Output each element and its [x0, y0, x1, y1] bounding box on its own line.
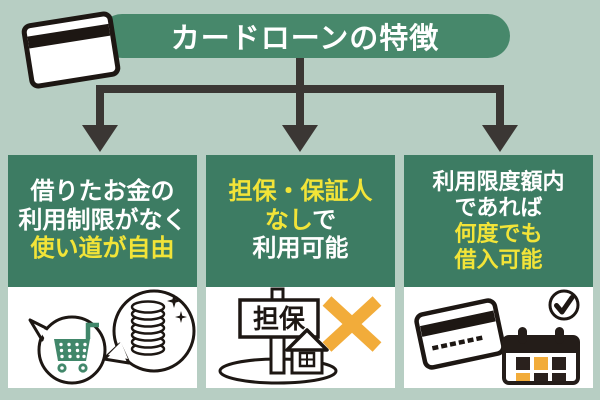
card-magnetic-stripe — [27, 23, 111, 49]
feature-title-repeat-borrowing: 利用限度額内 であれば 何度でも 借入可能 — [404, 155, 593, 287]
feature-title-no-collateral: 担保・保証人 なしで 利用可能 — [206, 155, 395, 287]
sparkle-icon — [167, 294, 187, 323]
feature-line: 借入可能 — [454, 247, 542, 273]
feature-text-highlight: 担保・保証人 — [228, 177, 373, 205]
down-arrow-icon — [82, 125, 118, 152]
credit-card-icon — [414, 298, 506, 370]
repeat-borrowing-illustration — [414, 289, 580, 385]
feature-text-highlight: なし — [264, 206, 313, 234]
feature-line: 何度でも — [454, 221, 542, 247]
feature-line: 借りたお金の — [31, 178, 175, 207]
arrow-drop-right — [496, 85, 504, 128]
feature-box-free-usage: 借りたお金の 利用制限がなく 使い道が自由 — [8, 155, 197, 388]
feature-text-highlight: 借入可能 — [454, 246, 543, 272]
coin-stack-icon — [130, 300, 166, 356]
collateral-signpost-icon: 担保 — [238, 287, 320, 375]
feature-title-free-usage: 借りたお金の 利用制限がなく 使い道が自由 — [8, 155, 197, 287]
feature-line: であれば — [455, 195, 543, 221]
feature-box-no-collateral: 担保・保証人 なしで 利用可能 担保 — [206, 155, 395, 388]
checkmark-icon — [548, 289, 580, 321]
free-usage-illustration — [28, 289, 196, 385]
feature-illustration-repeat-borrowing — [404, 287, 593, 388]
arrow-drop-center — [296, 85, 304, 128]
page-title: カードローンの特徴 — [100, 14, 510, 58]
feature-text-highlight: 使い道が自由 — [30, 235, 175, 263]
cross-icon — [322, 296, 382, 352]
feature-text: で — [312, 206, 337, 234]
down-arrow-icon — [282, 125, 318, 152]
branch-arrows — [82, 55, 518, 152]
feature-text: 利用可能 — [252, 235, 349, 263]
feature-illustration-free-usage — [8, 287, 197, 388]
feature-text-highlight: 何度でも — [454, 221, 543, 246]
sign-label: 担保 — [253, 304, 306, 334]
feature-line: 利用制限がなく — [19, 207, 187, 236]
feature-line: 使い道が自由 — [31, 235, 175, 264]
feature-text: 借りたお金の — [30, 177, 175, 205]
arrow-stem — [296, 55, 304, 89]
house-icon — [285, 328, 329, 375]
down-arrow-icon — [482, 125, 518, 152]
shopping-cart-icon — [54, 322, 99, 373]
feature-line: 利用可能 — [253, 235, 349, 264]
feature-text: であれば — [454, 195, 543, 221]
arrow-drop-left — [96, 85, 104, 128]
feature-illustration-no-collateral: 担保 — [206, 287, 395, 388]
feature-text: 利用制限がなく — [18, 206, 187, 234]
feature-line: なしで — [265, 207, 336, 236]
feature-box-repeat-borrowing: 利用限度額内 であれば 何度でも 借入可能 — [404, 155, 593, 388]
feature-line: 担保・保証人 — [229, 178, 373, 207]
feature-line: 利用限度額内 — [432, 169, 564, 195]
calendar-icon — [502, 327, 580, 385]
no-collateral-illustration: 担保 — [218, 287, 382, 385]
feature-text: 利用限度額内 — [432, 169, 565, 195]
